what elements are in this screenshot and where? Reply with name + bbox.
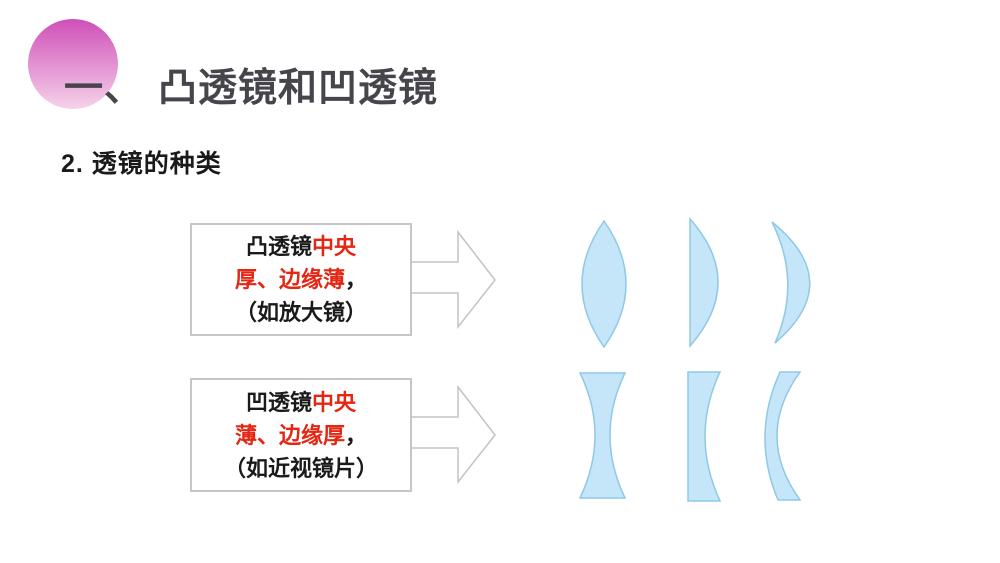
biconvex-lens [581,219,627,349]
decorative-gradient-circle [28,19,118,109]
plano-concave-lens [687,371,722,502]
convex-description-box: 凸透镜中央 厚、边缘薄， （如放大镜） [190,223,412,336]
convex-line-2: 厚、边缘薄， [235,263,367,296]
convex-line1-plain: 凸透镜 [245,234,312,259]
right-arrow-concave [410,384,496,485]
right-arrow-convex [410,229,496,330]
concave-line2-emphasis: 薄、边缘厚 [234,422,345,448]
title-number: 一、 [64,67,145,110]
concave-description-box: 凹透镜中央 薄、边缘厚， （如近视镜片） [190,378,412,492]
biconcave-lens [578,372,627,499]
concave-line1-emphasis: 中央 [312,389,357,415]
page-title: 凸透镜和凹透镜 [158,67,439,110]
section-heading: 2. 透镜的种类 [61,150,222,178]
convex-line-3: （如放大镜） [235,296,367,329]
convex-line2-comma: ， [345,267,368,292]
page-title-row: 一、 凸透镜和凹透镜 [64,57,438,113]
concave-line1-plain: 凹透镜 [245,389,312,415]
convex-line2-emphasis: 厚、边缘薄 [234,267,345,292]
concave-line2-comma: ， [345,422,368,448]
plano-convex-lens [689,217,719,348]
convex-meniscus-lens [771,221,811,344]
concave-line-3: （如近视镜片） [224,452,378,485]
concave-line-1: 凹透镜中央 [246,386,356,419]
concave-line-2: 薄、边缘厚， [235,419,367,452]
concave-meniscus-lens [764,371,802,501]
convex-line1-emphasis: 中央 [312,234,357,259]
convex-line-1: 凸透镜中央 [246,230,356,263]
concave-line3-plain: （如近视镜片） [223,455,378,481]
convex-line3-plain: （如放大镜） [234,300,367,325]
